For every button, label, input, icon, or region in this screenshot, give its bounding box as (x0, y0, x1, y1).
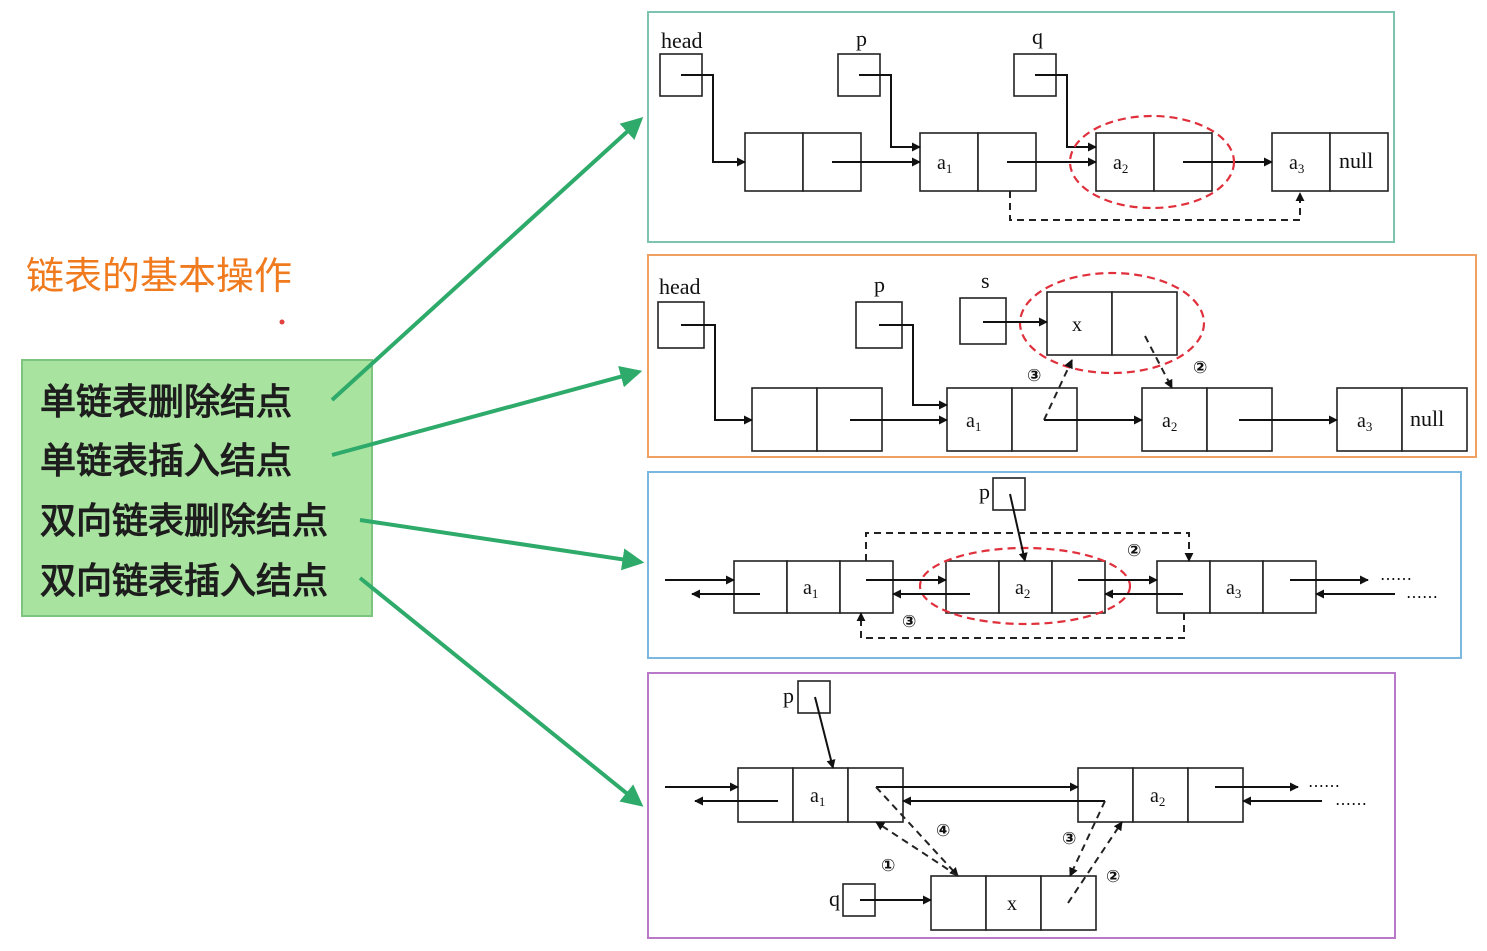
menu-item-singly-delete[interactable]: 单链表删除结点 (40, 382, 292, 423)
trailing-dots-2: …… (1335, 790, 1367, 809)
x-text: x (1072, 314, 1082, 336)
svg-text:a3: a3 (1226, 577, 1241, 601)
panel-doubly-delete: p a1 a2 a3 …… …… ② ③ (647, 471, 1462, 659)
menu-item-doubly-delete[interactable]: 双向链表删除结点 (40, 501, 328, 542)
head-label: head (659, 274, 701, 299)
svg-text:a2: a2 (1113, 152, 1128, 176)
svg-text:a1: a1 (803, 577, 818, 601)
panel-doubly-insert: p a1 a2 x q …… …… ① (647, 672, 1396, 939)
green-arrow-1 (330, 117, 644, 402)
green-arrow-3 (359, 518, 645, 571)
step-2-label: ② (1127, 541, 1141, 561)
p-label: p (979, 479, 990, 504)
svg-text:a2: a2 (1150, 785, 1165, 809)
a2-text: a (1015, 577, 1024, 599)
a3-text: a (1226, 577, 1235, 599)
menu-panel (21, 359, 373, 617)
panel-singly-insert: head p s x a1 a2 a3 null (647, 254, 1477, 458)
a1-text: a (803, 577, 812, 599)
a1-text: a (937, 152, 946, 174)
green-arrow-4 (358, 576, 644, 807)
null-text: null (1339, 148, 1373, 173)
red-dot (279, 319, 285, 325)
svg-text:a3: a3 (1289, 152, 1304, 176)
menu-item-singly-insert[interactable]: 单链表插入结点 (40, 441, 292, 482)
step-3-label: ③ (1027, 366, 1041, 386)
a2-text: a (1162, 410, 1171, 432)
a3-text: a (1357, 410, 1366, 432)
trailing-dots-2: …… (1406, 583, 1438, 602)
svg-text:a1: a1 (966, 410, 981, 434)
trailing-dots-1: …… (1380, 565, 1412, 584)
step-2-label: ② (1106, 867, 1120, 887)
x-text: x (1007, 893, 1017, 915)
a2-text: a (1150, 785, 1159, 807)
svg-text:a3: a3 (1357, 410, 1372, 434)
svg-text:a1: a1 (937, 152, 952, 176)
step-3-label: ③ (902, 612, 916, 632)
trailing-dots-1: …… (1308, 772, 1340, 791)
step-3-label: ③ (1062, 829, 1076, 849)
q-label: q (829, 886, 840, 911)
p-label: p (874, 272, 885, 297)
green-arrow-2 (331, 365, 643, 457)
step-1-label: ① (881, 856, 895, 876)
page-title: 链表的基本操作 (26, 254, 292, 298)
null-text: null (1410, 406, 1444, 431)
svg-text:a2: a2 (1162, 410, 1177, 434)
svg-text:a2: a2 (1015, 577, 1030, 601)
step-2-label: ② (1193, 358, 1207, 378)
p-label: p (856, 26, 867, 51)
panel-singly-delete: head p q a1 a2 a3 null (647, 11, 1395, 243)
head-label: head (661, 28, 703, 53)
q-label: q (1032, 24, 1043, 49)
p-label: p (783, 683, 794, 708)
a1-text: a (966, 410, 975, 432)
a2-text: a (1113, 152, 1122, 174)
menu-item-doubly-insert[interactable]: 双向链表插入结点 (40, 561, 328, 602)
step-4-label: ④ (936, 821, 950, 841)
a3-text: a (1289, 152, 1298, 174)
a1-text: a (810, 785, 819, 807)
svg-text:a1: a1 (810, 785, 825, 809)
s-label: s (981, 268, 990, 293)
